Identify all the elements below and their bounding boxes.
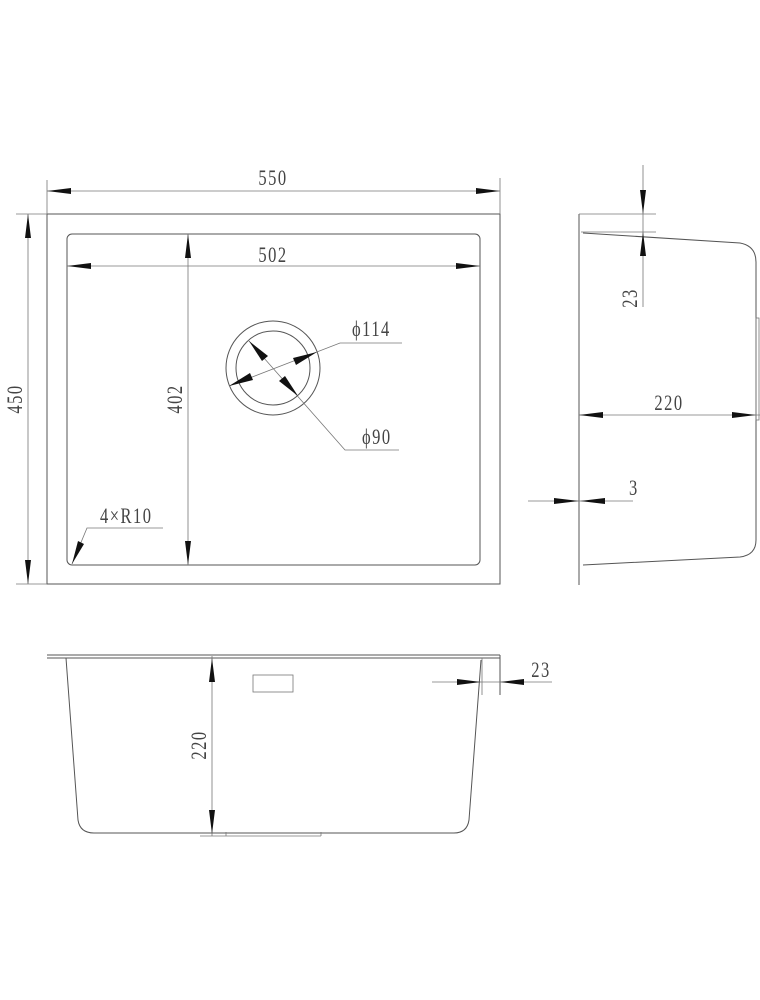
dimension-side-23: 23 [619,165,646,308]
dimension-550: 550 [46,167,501,214]
dim-label-450: 450 [4,384,28,413]
dim-label-550: 550 [258,167,287,191]
dimension-side-220: 220 [579,392,760,418]
side-view: 23 220 3 [528,165,760,585]
drain-inner-circle [235,330,311,406]
dim-label-corner-radius: 4×R10 [100,505,153,529]
dim-label-side-220: 220 [654,392,683,416]
dimension-402: 402 [164,234,191,565]
dimension-side-3: 3 [528,477,639,504]
dimension-front-23: 23 [432,659,552,685]
dimension-phi90: ϕ90 [248,340,399,451]
dim-label-side-23: 23 [619,288,643,308]
bowl-front-profile [65,657,482,834]
dim-label-402: 402 [164,384,188,413]
dim-label-front-23: 23 [531,659,551,683]
dimension-phi114: ϕ114 [228,318,402,387]
dim-label-502: 502 [258,244,287,268]
dim-label-phi114: ϕ114 [352,318,391,342]
top-view: 550 502 450 402 [4,167,501,585]
dimension-front-220: 220 [188,656,215,836]
dim-label-side-3: 3 [629,477,639,501]
dimension-502: 502 [67,244,480,269]
drain-outer-circle [225,320,321,416]
front-view: 220 23 [47,654,552,837]
dimension-corner-radius: 4×R10 [71,505,163,565]
dimension-450: 450 [4,213,47,585]
bowl-outline [66,233,481,566]
overflow-slot [252,674,294,693]
outer-rim [46,213,501,585]
dim-label-phi90: ϕ90 [362,426,392,450]
dim-label-front-220: 220 [188,730,212,759]
